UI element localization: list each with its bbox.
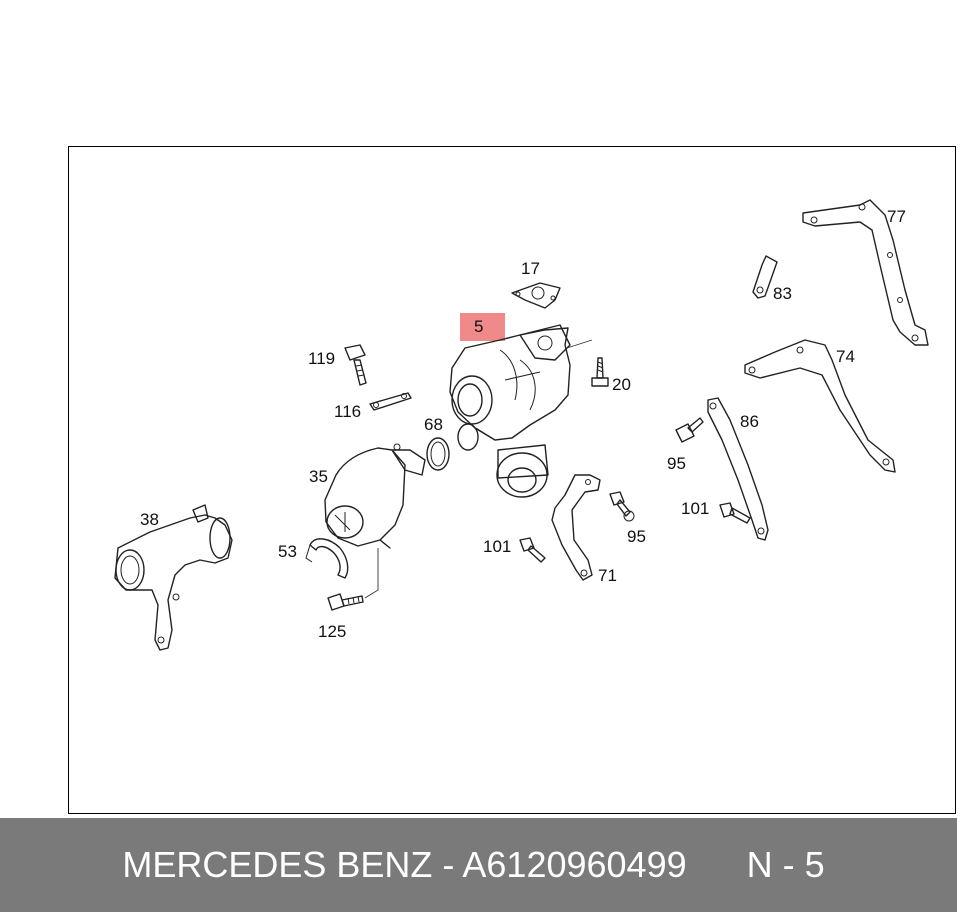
part-17-gasket	[511, 282, 561, 309]
footer-bar: MERCEDES BENZ - A6120960499 N - 5	[0, 818, 957, 912]
callout-119: 119	[308, 349, 335, 368]
callout-125: 125	[318, 622, 346, 641]
callout-95-lower: 95	[627, 527, 646, 546]
callout-101-right: 101	[681, 499, 709, 518]
callout-5: 5	[474, 317, 483, 336]
callout-74: 74	[836, 347, 855, 366]
part-74-bracket	[744, 339, 896, 473]
part-116-gasket	[369, 392, 412, 411]
callout-17: 17	[521, 259, 540, 278]
part-119-bolt	[344, 344, 367, 386]
part-38-air-pipe	[114, 504, 233, 651]
part-20-bolt	[591, 357, 609, 387]
callout-116: 116	[334, 402, 361, 421]
part-number-caption: MERCEDES BENZ - A6120960499 N - 5	[122, 844, 825, 885]
part-101-bolt-left	[519, 537, 546, 563]
callout-77: 77	[887, 207, 906, 226]
callout-20: 20	[612, 375, 631, 394]
parts-diagram: 77 83 17 5 20	[114, 199, 929, 651]
part-125-bolt	[327, 593, 364, 611]
callout-101-left: 101	[483, 537, 511, 556]
part-71-bracket	[551, 474, 601, 581]
part-95-bolt-upper	[675, 417, 704, 443]
callout-95-upper: 95	[667, 454, 686, 473]
part-86-strap	[707, 397, 769, 541]
diagram-frame	[68, 146, 956, 814]
part-83-clip	[752, 255, 778, 299]
part-35-intake-elbow	[324, 443, 426, 549]
part-95-bolt-lower	[609, 491, 635, 522]
callout-83: 83	[773, 284, 792, 303]
part-53-clamp	[305, 538, 349, 579]
callout-53: 53	[278, 542, 297, 561]
callout-71: 71	[598, 566, 617, 585]
part-5-turbocharger	[449, 324, 571, 498]
part-5-highlight	[460, 313, 505, 341]
callout-38: 38	[140, 510, 159, 529]
callout-35: 35	[309, 467, 328, 486]
part-68-oring	[426, 437, 450, 471]
part-77-bracket	[802, 199, 929, 346]
callout-86: 86	[740, 412, 759, 431]
part-101-bolt-right	[719, 502, 751, 524]
callout-68: 68	[424, 415, 443, 434]
